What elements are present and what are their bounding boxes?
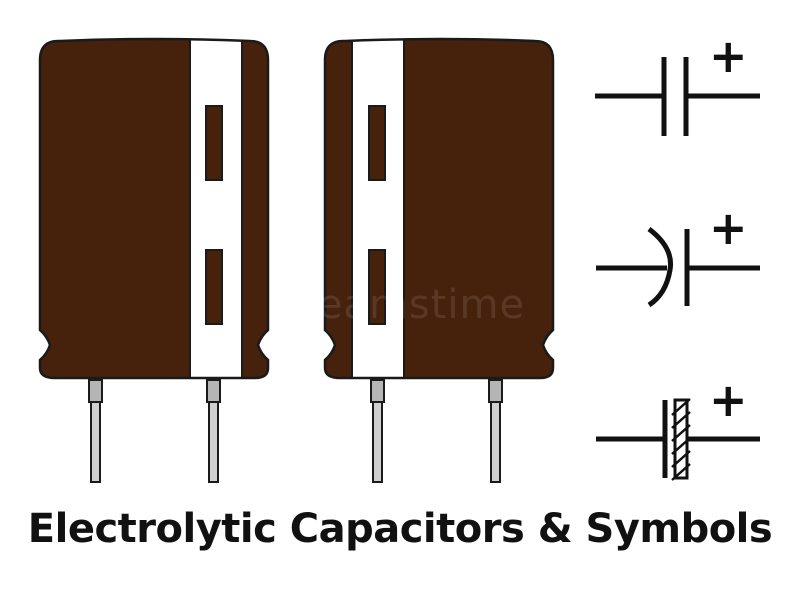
symbol-polarized-curved: + [596, 201, 760, 308]
capacitor-1-body [40, 39, 268, 378]
capacitor-1-minus-mark-bottom [205, 249, 223, 325]
symbol-2-plus: + [709, 201, 748, 255]
symbol-1-plus: + [709, 29, 748, 83]
capacitor-1-leads [88, 379, 221, 483]
capacitor-1 [38, 37, 270, 483]
capacitor-2-leads [370, 379, 503, 483]
watermark-text: dreamstime [274, 282, 526, 328]
symbol-polarized-straight: + [595, 29, 760, 136]
diagram-title: Electrolytic Capacitors & Symbols [27, 506, 773, 552]
capacitor-2-minus-mark-bottom [368, 249, 386, 325]
symbol-3-plus: + [709, 373, 748, 427]
symbol-polarized-hatched: + [596, 373, 760, 481]
capacitor-1-minus-mark-top [205, 105, 223, 181]
capacitor-2-body [325, 39, 553, 378]
capacitor-2-minus-mark-top [368, 105, 386, 181]
capacitor-2 [323, 37, 555, 483]
